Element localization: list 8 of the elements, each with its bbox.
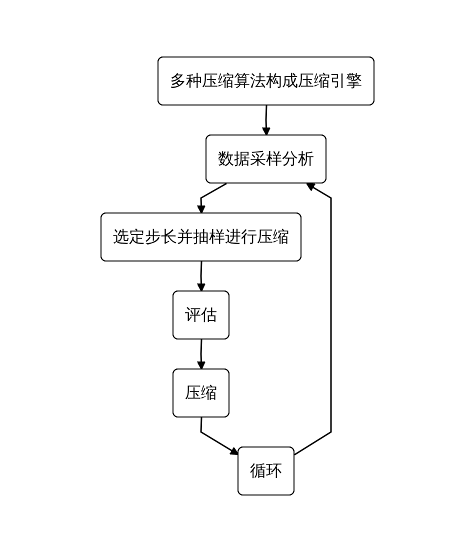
arrow xyxy=(196,182,226,214)
arrow xyxy=(196,338,206,370)
arrow xyxy=(261,104,270,136)
arrow xyxy=(294,182,332,455)
arrow xyxy=(200,416,238,455)
node-text: 选定步长并抽样进行压缩 xyxy=(112,226,288,246)
arrow xyxy=(196,260,206,292)
node-text: 多种压缩算法构成压缩引擎 xyxy=(170,70,362,90)
